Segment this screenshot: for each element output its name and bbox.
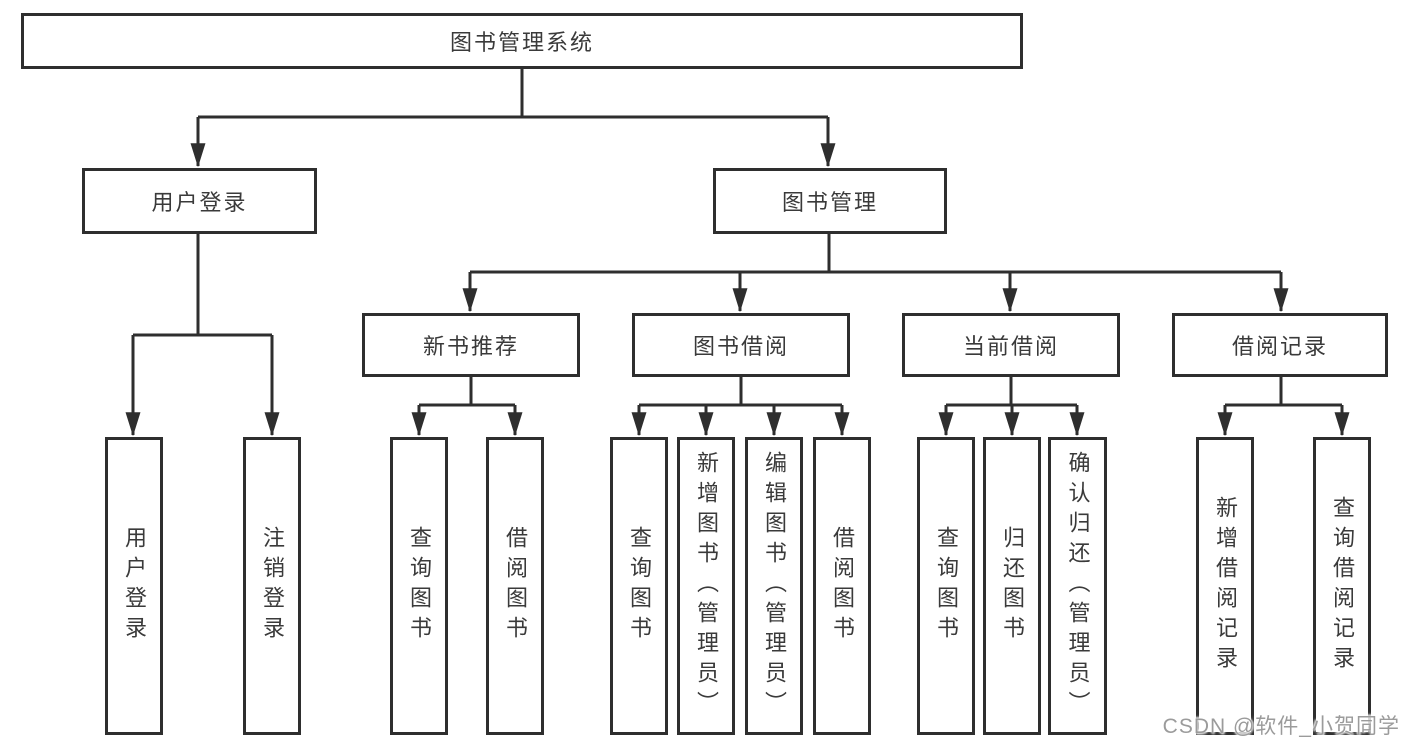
leaf-borrow-add-books-admin: 新增图书（管理员） — [677, 437, 735, 735]
leaf-current-return-books: 归还图书 — [983, 437, 1041, 735]
leaf-records-add-record: 新增借阅记录 — [1196, 437, 1254, 735]
leaf-current-confirm-return-admin: 确认归还（管理员） — [1048, 437, 1107, 735]
leaf-newbook-query-books: 查询图书 — [390, 437, 448, 735]
leaf-records-query-record: 查询借阅记录 — [1313, 437, 1371, 735]
node-book-management: 图书管理 — [713, 168, 947, 234]
node-current-borrow: 当前借阅 — [902, 313, 1120, 377]
watermark: CSDN @软件_小贺同学 — [1162, 715, 1400, 738]
node-root-library-system: 图书管理系统 — [21, 13, 1023, 69]
leaf-borrow-borrow-books: 借阅图书 — [813, 437, 871, 735]
node-borrow-records: 借阅记录 — [1172, 313, 1388, 377]
node-book-borrow: 图书借阅 — [632, 313, 850, 377]
node-user-login: 用户登录 — [82, 168, 317, 234]
node-new-book-recommend: 新书推荐 — [362, 313, 580, 377]
leaf-borrow-edit-books-admin: 编辑图书（管理员） — [745, 437, 803, 735]
leaf-borrow-query-books: 查询图书 — [610, 437, 668, 735]
leaf-user-login: 用户登录 — [105, 437, 163, 735]
leaf-newbook-borrow-books: 借阅图书 — [486, 437, 544, 735]
leaf-logout: 注销登录 — [243, 437, 301, 735]
leaf-current-query-books: 查询图书 — [917, 437, 975, 735]
